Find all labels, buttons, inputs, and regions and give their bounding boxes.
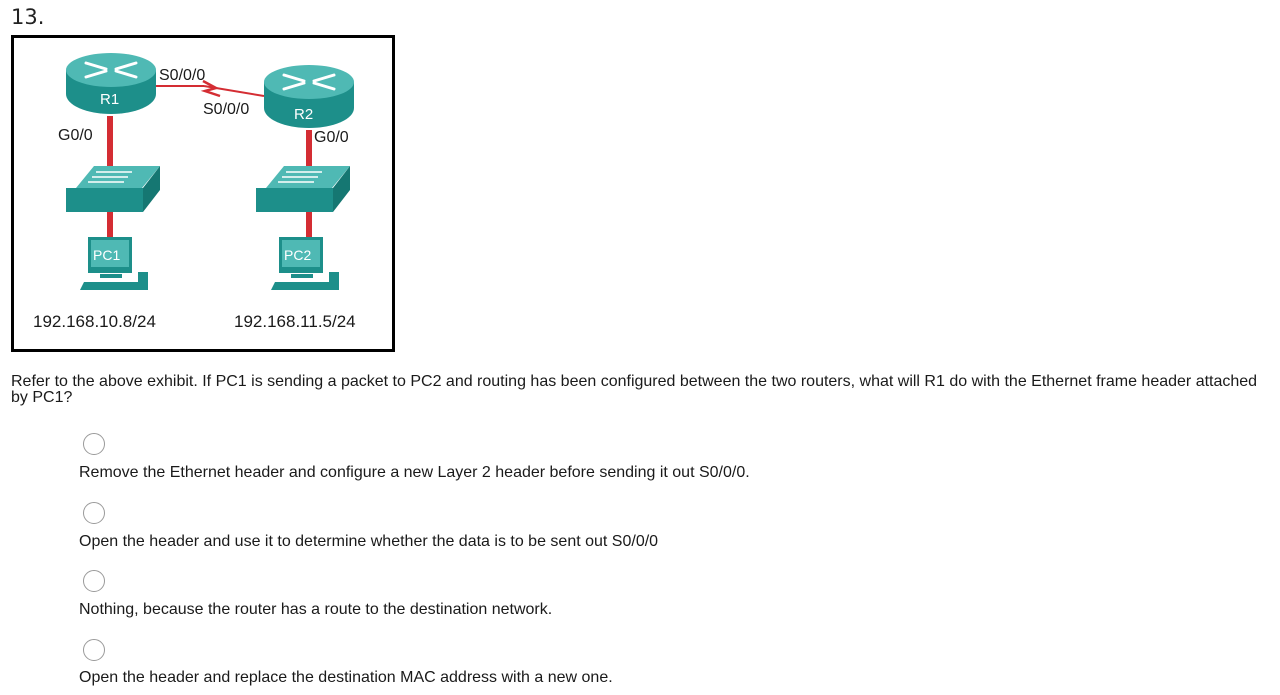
- switch-1-icon: [66, 166, 160, 212]
- r1-serial-label: S0/0/0: [159, 67, 205, 84]
- option-2-radio[interactable]: [83, 502, 105, 524]
- option-1-radio[interactable]: [83, 433, 105, 455]
- router-r1-icon: [66, 53, 156, 114]
- option-3-label[interactable]: Nothing, because the router has a route …: [79, 601, 553, 618]
- option-2-label[interactable]: Open the header and use it to determine …: [79, 533, 659, 550]
- pc2-ip-label: 192.168.11.5/24: [234, 312, 356, 331]
- network-exhibit: R1 R2 S0/0/0 S0/0/0 G0/0 G0/0 PC1 PC2 19…: [11, 35, 395, 352]
- option-4-radio[interactable]: [83, 639, 105, 661]
- topology-diagram: R1 R2 S0/0/0 S0/0/0 G0/0 G0/0 PC1 PC2 19…: [33, 53, 356, 331]
- option-3-radio[interactable]: [83, 570, 105, 592]
- r2-label: R2: [294, 106, 313, 123]
- r1-ethernet-link: [107, 116, 113, 170]
- pc2-icon: [271, 237, 339, 290]
- pc2-label: PC2: [284, 247, 311, 263]
- option-4-label[interactable]: Open the header and replace the destinat…: [79, 669, 613, 686]
- option-1-label[interactable]: Remove the Ethernet header and configure…: [79, 464, 750, 481]
- r2-g-label: G0/0: [314, 129, 349, 146]
- question-number: 13.: [11, 5, 45, 29]
- r1-g-label: G0/0: [58, 127, 93, 144]
- pc1-label: PC1: [93, 247, 120, 263]
- sw2-pc2-link: [306, 208, 312, 240]
- serial-zigzag-icon: [200, 79, 221, 98]
- pc1-ip-label: 192.168.10.8/24: [33, 312, 156, 331]
- router-r2-icon: [264, 65, 354, 128]
- r2-ethernet-link: [306, 130, 312, 170]
- switch-2-icon: [256, 166, 350, 212]
- r1-label: R1: [100, 91, 119, 108]
- r2-serial-label: S0/0/0: [203, 101, 249, 118]
- question-text: Refer to the above exhibit. If PC1 is se…: [11, 373, 1258, 406]
- sw1-pc1-link: [107, 208, 113, 240]
- pc1-icon: [80, 237, 148, 290]
